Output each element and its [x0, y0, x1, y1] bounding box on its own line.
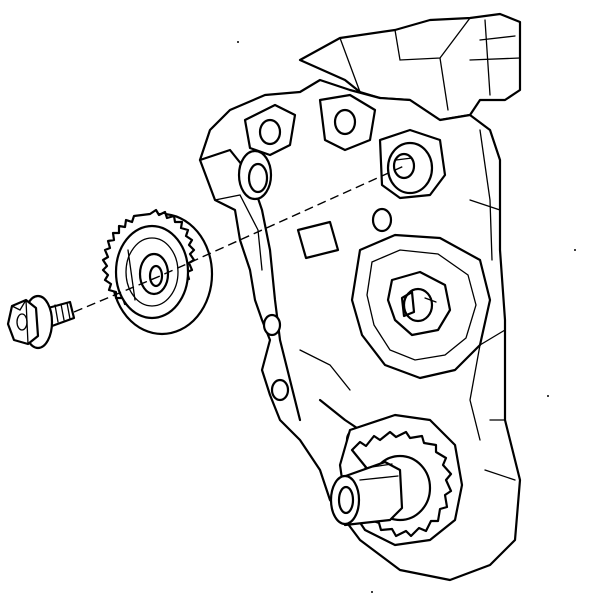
- bolt-thread-2: [60, 303, 65, 321]
- block-lower-web: [299, 349, 351, 391]
- block-right-rib-5: [484, 469, 516, 481]
- bolt-head-edge-2: [11, 299, 27, 311]
- block-bolt-hole-2: [371, 207, 393, 233]
- speck-3: [371, 591, 373, 593]
- speck-1: [237, 41, 239, 43]
- block-top-ridge-6: [484, 19, 491, 96]
- crank-nose-line: [359, 475, 399, 481]
- cam-hub-key: [400, 290, 416, 318]
- block-top-ridge-5: [469, 57, 521, 61]
- block-right-rib-3: [469, 329, 506, 441]
- idler-gear-web: [125, 237, 179, 307]
- idler-gear-bore: [148, 264, 164, 288]
- block-top-ridge-1: [339, 37, 361, 93]
- block-top-left-hole: [258, 118, 282, 146]
- block-upper-bore-inner: [247, 162, 269, 194]
- crank-keyway: [364, 463, 393, 469]
- assembly-centerline: [73, 165, 405, 313]
- block-upper-mid-hole: [333, 108, 357, 136]
- cam-hub-slot: [424, 297, 437, 303]
- idler-shaft-highlight: [395, 157, 413, 161]
- speck-2: [574, 249, 576, 251]
- block-right-rib-1: [479, 129, 493, 261]
- block-left-pad: [296, 220, 340, 260]
- block-bolt-hole-7: [270, 378, 290, 402]
- crankshaft-sprocket: [329, 430, 453, 538]
- idler-gear-bolt: [6, 294, 76, 350]
- block-top-ridge-2: [394, 17, 471, 61]
- block-center-cover-inner: [366, 249, 477, 361]
- bolt-thread-1: [54, 304, 59, 323]
- bolt-head: [6, 298, 40, 346]
- block-left-edge: [214, 194, 263, 271]
- block-left-flange: [198, 148, 302, 422]
- bolt-thread-3: [66, 302, 71, 320]
- block-bolt-hole-6: [262, 313, 282, 337]
- block-top-ridge-3: [439, 57, 449, 111]
- speck-4: [547, 395, 549, 397]
- block-right-rib-2: [469, 199, 501, 211]
- idler-gear-shade: [127, 249, 136, 301]
- crank-nose-bore: [337, 485, 355, 515]
- idler-gear: [101, 208, 214, 336]
- bolt-head-recess: [16, 313, 28, 331]
